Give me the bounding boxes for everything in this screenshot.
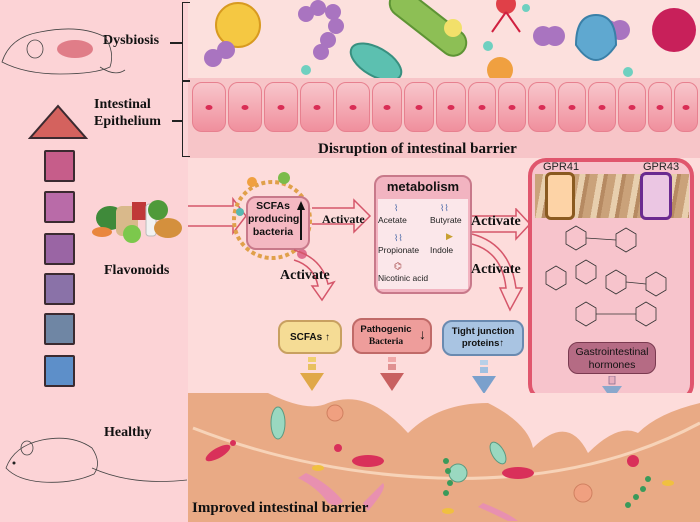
nicotinic-molecule-icon: ⌬ bbox=[394, 261, 402, 271]
chemical-structures-icon bbox=[545, 225, 667, 327]
outcome-tight-junction-line2: proteins bbox=[461, 338, 500, 349]
outcome-scfas-label: SCFAs bbox=[289, 332, 323, 343]
acetate-molecule-icon: ⌇ bbox=[394, 203, 399, 213]
gpr41-receptor bbox=[545, 172, 575, 220]
tight-junction-down-arrow-icon bbox=[472, 360, 496, 394]
scale-square-1 bbox=[44, 150, 75, 182]
left-panel bbox=[0, 0, 188, 522]
activate-label-4: Activate bbox=[471, 262, 521, 277]
activate-curved-arrow-2-icon bbox=[471, 233, 524, 312]
activate-curved-arrow-1-icon bbox=[293, 249, 336, 302]
scale-square-4 bbox=[44, 273, 75, 305]
dysbiosis-mouse-icon bbox=[1, 28, 126, 75]
outcome-tight-junction-box: Tight junction proteins↑ bbox=[442, 320, 524, 356]
metabolism-box: metabolism Acetate Butyrate Propionate I… bbox=[374, 175, 472, 294]
up-arrow-icon: ↑ bbox=[322, 332, 330, 343]
blue-protist-icon bbox=[574, 13, 618, 62]
up-arrow-icon bbox=[297, 201, 305, 240]
scale-square-5 bbox=[44, 313, 75, 345]
hormones-line2: hormones bbox=[588, 359, 636, 371]
scfa-bacteria-line3: bacteria bbox=[252, 226, 294, 238]
epithelium-bracket bbox=[182, 81, 190, 157]
butyrate-molecule-icon: ⌇⌇ bbox=[440, 203, 449, 213]
increase-arrow-icon bbox=[28, 104, 88, 139]
microbe-band bbox=[188, 0, 700, 78]
dysbiosis-bracket bbox=[182, 2, 190, 81]
epithelium-label-line2: Epithelium bbox=[94, 114, 161, 129]
scale-square-3 bbox=[44, 233, 75, 265]
scfa-bacteria-line2: producing bbox=[248, 213, 300, 225]
gpr43-label: GPR43 bbox=[643, 161, 680, 173]
gastrointestinal-hormones-box: Gastrointestinal hormones bbox=[568, 342, 656, 374]
activate-label-3: Activate bbox=[471, 214, 521, 229]
healthy-mouse-icon bbox=[5, 437, 188, 483]
outcome-pathogenic-line1: Pathogenic bbox=[360, 324, 412, 335]
healthy-label: Healthy bbox=[104, 425, 152, 440]
sun-microbe-icon bbox=[215, 2, 261, 48]
metabolite-indole: Indole bbox=[430, 245, 454, 255]
outcome-pathogenic-box: Pathogenic Bacteria ↓ bbox=[352, 318, 432, 354]
indole-molecule-icon: ▶ bbox=[446, 231, 453, 241]
activate-label-1: Activate bbox=[322, 212, 365, 226]
scfas-down-arrow-icon bbox=[300, 357, 324, 391]
dysbiosis-tick bbox=[170, 42, 182, 44]
food-flavonoids-icon bbox=[92, 200, 182, 243]
bacteria-cluster-icon bbox=[232, 172, 312, 260]
activate-label-2: Activate bbox=[280, 268, 330, 283]
magenta-virus-icon bbox=[652, 8, 696, 52]
epithelium-tick bbox=[172, 120, 182, 122]
flavonoids-label: Flavonoids bbox=[104, 263, 170, 278]
purple-cocci-chain-icon bbox=[204, 0, 344, 67]
metabolism-title: metabolism bbox=[386, 179, 460, 194]
orange-virus-icon bbox=[487, 57, 513, 78]
gut-bacteria bbox=[205, 440, 639, 479]
outcome-pathogenic-line2: Bacteria bbox=[368, 337, 404, 347]
pathogenic-down-arrow-icon bbox=[380, 357, 404, 391]
epithelium-label-line1: Intestinal bbox=[94, 97, 151, 112]
yellow-cell-icon bbox=[444, 19, 462, 37]
green-chain-bacteria bbox=[443, 458, 651, 508]
up-arrow-icon: ↑ bbox=[499, 338, 505, 349]
microbes-illustration bbox=[204, 0, 696, 78]
metabolite-propionate: Propionate bbox=[378, 245, 420, 255]
scfa-bacteria-line1: SCFAs bbox=[256, 200, 290, 212]
scale-square-2 bbox=[44, 191, 75, 223]
dysbiosis-label: Dysbiosis bbox=[103, 33, 160, 48]
propionate-molecule-icon: ⌇⌇ bbox=[394, 233, 403, 243]
metabolite-butyrate: Butyrate bbox=[430, 215, 462, 225]
gpr43-receptor bbox=[640, 172, 672, 220]
green-bacillus-icon bbox=[388, 0, 468, 57]
activate-arrow-1-icon bbox=[312, 198, 372, 234]
down-arrow-icon: ↓ bbox=[419, 326, 426, 342]
gpr41-label: GPR41 bbox=[543, 161, 580, 173]
outcome-scfas-box: SCFAs ↑ bbox=[278, 320, 342, 354]
outcome-tight-junction-line1: Tight junction bbox=[451, 326, 515, 337]
teal-bacillus-icon bbox=[349, 42, 403, 78]
small-teal-cells bbox=[301, 4, 633, 77]
metabolite-nicotinic-acid: Nicotinic acid bbox=[378, 273, 429, 283]
phage-icon bbox=[491, 0, 521, 33]
improved-barrier-label: Improved intestinal barrier bbox=[192, 500, 369, 516]
metabolite-acetate: Acetate bbox=[378, 215, 407, 225]
hormones-line1: Gastrointestinal bbox=[575, 346, 649, 358]
metabolism-list: Acetate Butyrate Propionate Indole Nicot… bbox=[378, 199, 468, 289]
improved-gut-tissue bbox=[188, 393, 700, 522]
scale-square-6 bbox=[44, 355, 75, 387]
gut-illustration bbox=[188, 393, 700, 521]
outcome-tight-junction-line2-wrap: proteins↑ bbox=[444, 338, 522, 350]
disruption-label: Disruption of intestinal barrier bbox=[318, 141, 517, 157]
